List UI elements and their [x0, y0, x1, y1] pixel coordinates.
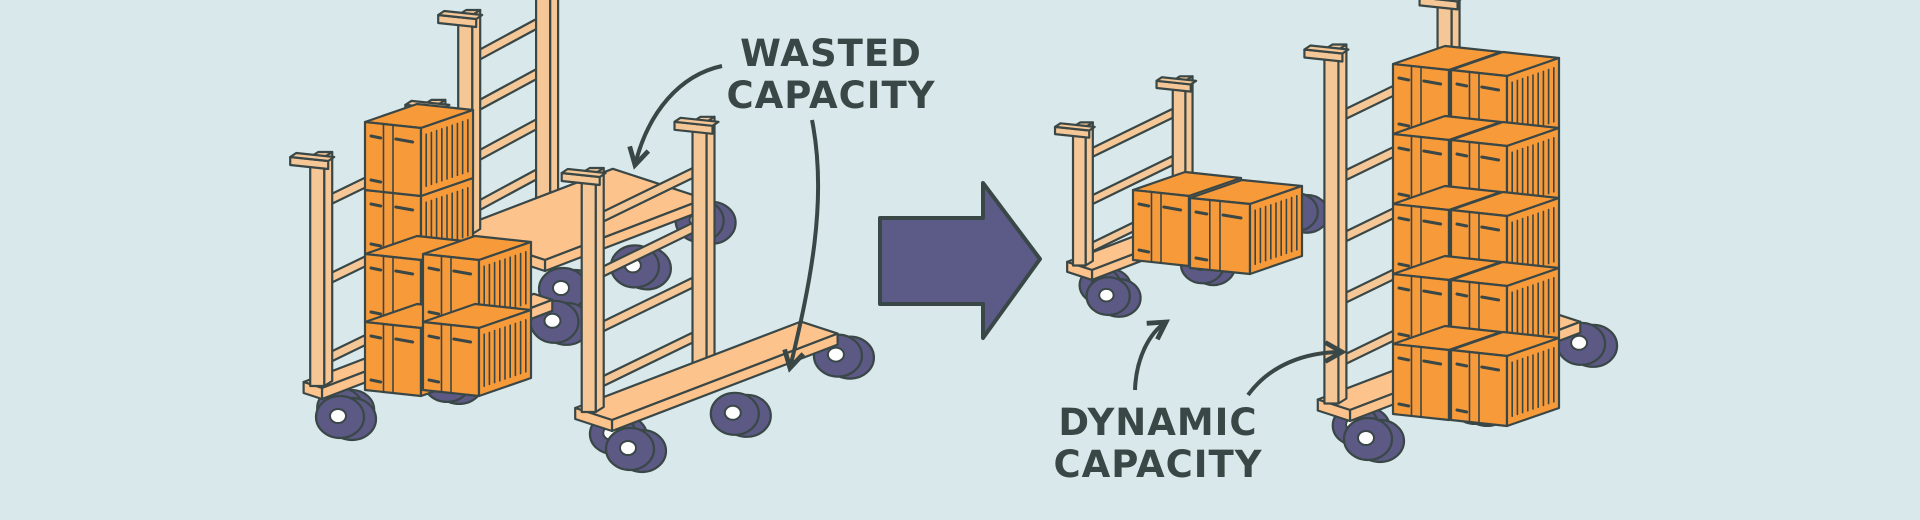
cart-post-side [705, 115, 716, 368]
dynamic-capacity-carts [1053, 0, 1619, 464]
cart-post [534, 0, 552, 203]
transition-arrow [878, 181, 1042, 340]
cart-post [580, 171, 597, 414]
dynamic-callout-arrow-right [1246, 340, 1347, 397]
cart-wheel [1085, 276, 1142, 318]
cart-post-side [594, 166, 605, 414]
cart-rung [471, 18, 538, 65]
dynamic-callout-arrow-left [1133, 319, 1171, 391]
cart-handle-top [1155, 76, 1198, 86]
cart-handle-top [1053, 122, 1096, 132]
cart-wheel [1342, 416, 1406, 464]
cart-wheel [604, 426, 668, 474]
cargo-box [421, 302, 533, 398]
cart-rung [1084, 107, 1174, 162]
cargo-box [363, 102, 475, 198]
cart-post-side [323, 150, 334, 388]
wasted-capacity-carts [289, 0, 876, 474]
cart-handle-top [437, 9, 484, 21]
wasted-callout-arrow-left [627, 64, 723, 170]
cart-handle-top [1433, 0, 1462, 3]
dynamic-label-line-2: CAPACITY [1053, 443, 1262, 486]
wasted-label-line-2: CAPACITY [726, 74, 935, 117]
cart-rung [471, 68, 538, 115]
cart-handle-top [1303, 44, 1350, 55]
cart-wheel [314, 394, 378, 442]
cart-post-side [548, 0, 560, 203]
hand-cart [560, 115, 876, 474]
wasted-callout-arrow-right [782, 119, 821, 373]
cart-post [691, 120, 708, 368]
cart-post [1071, 125, 1087, 267]
cargo-box [1449, 330, 1561, 428]
cart-post-side [1337, 43, 1348, 405]
cart-rung [471, 118, 538, 166]
cart-handle-top [560, 167, 607, 179]
cart-handle-top [673, 116, 720, 127]
cart-handle-top [289, 151, 336, 163]
cargo-box [1188, 178, 1304, 276]
cart-wheel [709, 391, 772, 438]
dynamic-label-line-1: DYNAMIC [1058, 401, 1257, 444]
cart-wheel [1555, 321, 1619, 368]
wasted-label-line-1: WASTED [740, 32, 922, 75]
cart-post [309, 155, 326, 388]
